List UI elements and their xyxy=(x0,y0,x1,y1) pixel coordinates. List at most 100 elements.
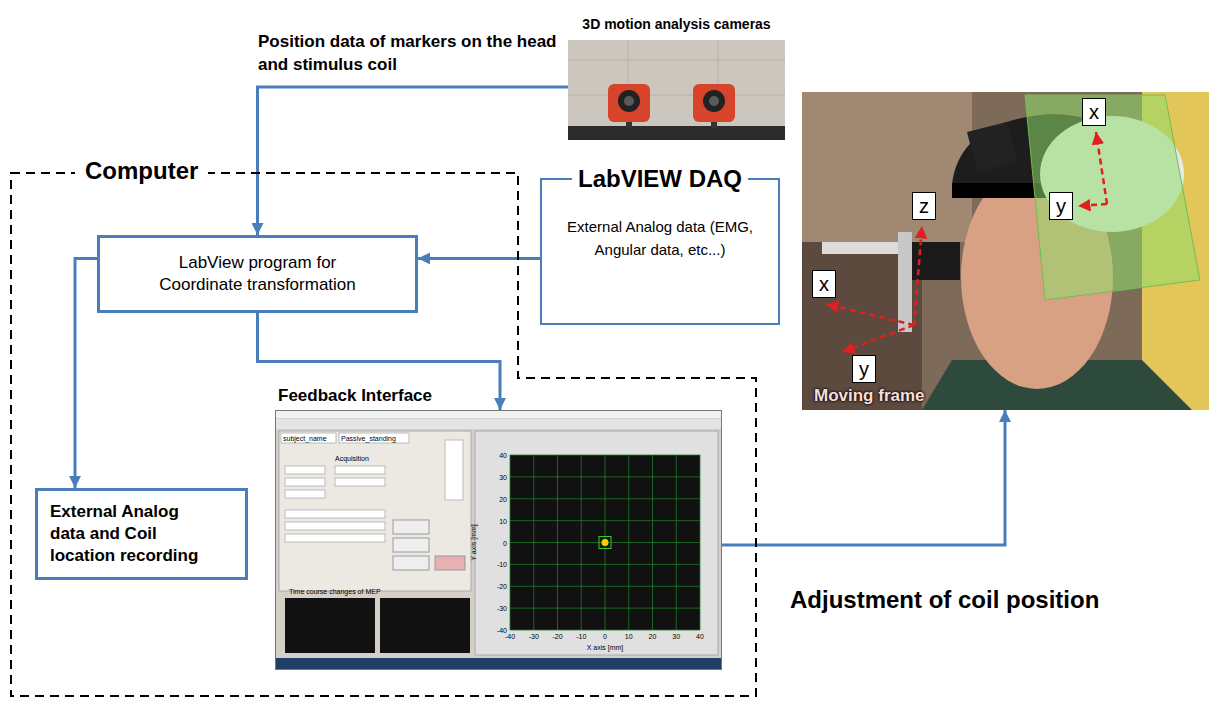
connector-arrow xyxy=(722,410,1005,545)
tick-label: -20 xyxy=(491,582,507,591)
process-box: LabView program for Coordinate transform… xyxy=(97,235,418,313)
tick-label: 20 xyxy=(491,495,507,504)
coil-x-axis-arrow xyxy=(1096,132,1107,204)
camera-lens xyxy=(703,90,725,112)
text-field xyxy=(285,522,385,530)
mep-graph xyxy=(380,598,470,653)
coil-plane xyxy=(1025,95,1200,300)
plot-panel xyxy=(475,431,718,655)
text-field xyxy=(285,534,385,542)
subject-photo-node: Moving frame x y z x y xyxy=(802,92,1209,410)
tick-label: -10 xyxy=(491,560,507,569)
connector-arrow xyxy=(258,87,569,235)
gloved-hand xyxy=(967,122,1017,172)
tick-label: -30 xyxy=(529,632,539,641)
camera-body xyxy=(693,84,735,122)
plot-grid xyxy=(510,455,700,630)
box-text: External Analog data and Coil location r… xyxy=(50,501,215,567)
dashed-boundary xyxy=(11,173,756,696)
camera-body xyxy=(608,84,650,122)
button xyxy=(393,556,429,570)
daq-box: LabVIEW DAQExternal Analog data (EMG, An… xyxy=(540,178,780,325)
y-axis-arrow xyxy=(842,325,914,352)
tick-label: -40 xyxy=(491,626,507,635)
menu-bar xyxy=(276,411,721,418)
ui-field-text: Passive_standing xyxy=(341,434,396,443)
photo-heading: 3D motion analysis cameras xyxy=(553,15,800,33)
connector-arrow xyxy=(258,313,501,410)
target-square xyxy=(599,537,611,549)
text-field xyxy=(285,466,325,474)
taskbar xyxy=(276,658,721,669)
tick-label: 30 xyxy=(672,632,680,641)
room-wall xyxy=(802,92,972,242)
text-field xyxy=(339,433,409,443)
box-text: LabView program for Coordinate transform… xyxy=(140,252,375,296)
frame-axes xyxy=(826,132,1107,352)
camera-lens xyxy=(618,90,640,112)
text-field xyxy=(335,466,385,474)
tick-label: 10 xyxy=(625,632,633,641)
box-heading: LabVIEW DAQ xyxy=(572,164,748,194)
text-field xyxy=(281,433,336,443)
tick-label: 40 xyxy=(696,632,704,641)
tick-label: -10 xyxy=(576,632,586,641)
connector-arrow xyxy=(75,258,97,488)
window xyxy=(276,411,722,670)
text-field xyxy=(285,510,385,518)
axis-title: Y axis [mm] xyxy=(469,524,478,560)
tool-bar xyxy=(276,419,721,429)
axis-label: y xyxy=(852,355,876,383)
connector-group xyxy=(75,87,1005,545)
ui-field-text: subject_name xyxy=(283,434,327,443)
text-field xyxy=(285,478,325,486)
camera-photo xyxy=(568,40,785,140)
axis-label: x xyxy=(1082,98,1106,126)
room-background xyxy=(802,92,1209,410)
tick-label: 0 xyxy=(603,632,607,641)
tick-label: 30 xyxy=(491,473,507,482)
feedback-screenshot-node: Feedback Interfacesubject_namePassive_st… xyxy=(275,410,722,670)
axis-label: y xyxy=(1049,192,1073,220)
tick-label: 10 xyxy=(491,517,507,526)
ui-text: Acquisition xyxy=(335,454,369,463)
z-axis-arrow xyxy=(914,226,922,325)
region-heading: Computer xyxy=(75,155,208,187)
screenshot-heading: Feedback Interface xyxy=(278,386,432,406)
camera-lens-glass xyxy=(709,96,719,106)
tick-label: -30 xyxy=(491,604,507,613)
control-panel xyxy=(279,431,471,591)
tick-label: -20 xyxy=(552,632,562,641)
photo-caption: Moving frame xyxy=(814,386,925,406)
tick-label: 40 xyxy=(491,451,507,460)
color-list xyxy=(445,440,463,500)
axis-label: x xyxy=(812,270,836,298)
connector-label: Position data of markers on the head and… xyxy=(258,30,564,76)
connector-label: Adjustment of coil position xyxy=(790,585,1099,615)
button xyxy=(393,520,429,534)
axis-label: z xyxy=(912,192,936,220)
mep-graph xyxy=(285,598,375,653)
tick-label: 20 xyxy=(649,632,657,641)
ui-graph-title: Time course changes of MEP xyxy=(289,587,381,596)
ceiling-tile-lines xyxy=(568,40,785,125)
recording-box: External Analog data and Coil location r… xyxy=(35,488,248,580)
box-text: External Analog data (EMG, Angular data,… xyxy=(566,216,754,261)
plot-area xyxy=(510,455,700,630)
camera-lens-glass xyxy=(624,96,634,106)
tick-label: 0 xyxy=(491,539,507,548)
camera-photo-node: 3D motion analysis cameras xyxy=(568,40,785,140)
coil-position-dot xyxy=(602,539,609,546)
text-field xyxy=(335,478,385,486)
coil-y-axis-arrow xyxy=(1078,204,1107,206)
x-axis-arrow xyxy=(826,304,914,325)
ceiling xyxy=(568,40,785,140)
camera-mount-bar xyxy=(568,126,785,140)
stop-button xyxy=(435,556,465,570)
connector-arrow xyxy=(418,257,540,260)
frame-post xyxy=(898,232,912,332)
text-field xyxy=(285,490,325,498)
axis-title: X axis [mm] xyxy=(587,643,624,652)
button xyxy=(393,538,429,552)
